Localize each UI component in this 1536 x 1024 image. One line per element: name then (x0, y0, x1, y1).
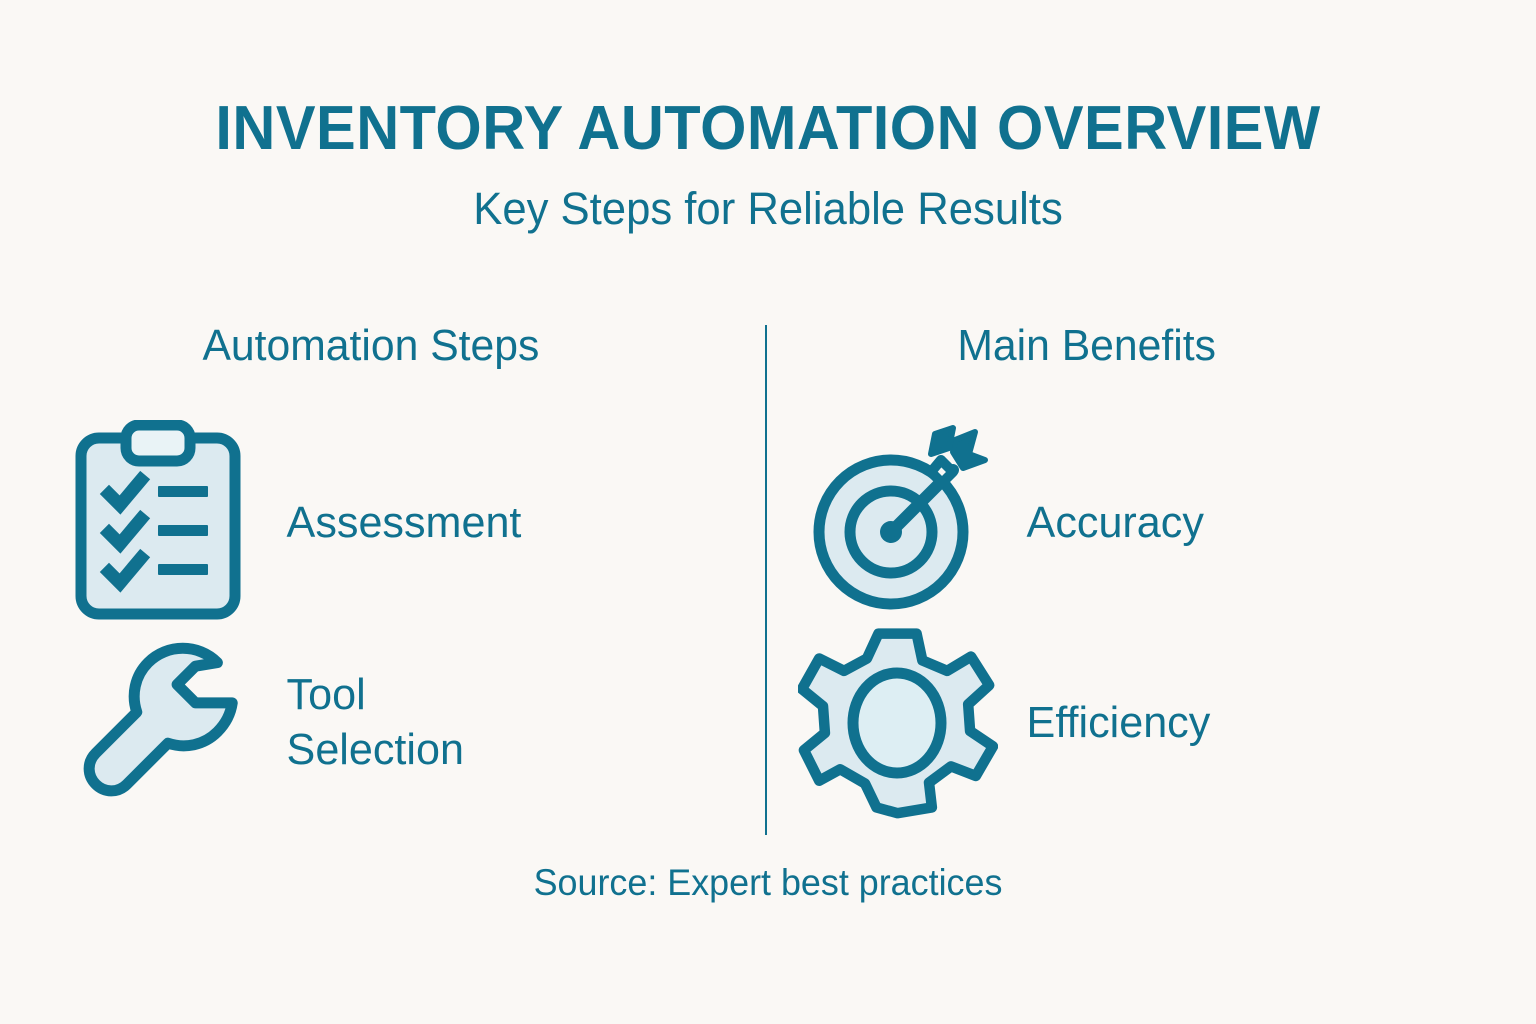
list-item[interactable]: Efficiency (790, 622, 1490, 822)
column-title-automation-steps: Automation Steps (202, 321, 540, 370)
list-item-label: Accuracy (1026, 497, 1204, 547)
list-item[interactable]: Tool Selection (50, 622, 750, 822)
source-note: Source: Expert best practices (533, 862, 1003, 903)
wrench-icon (50, 630, 265, 815)
list-item[interactable]: Assessment (50, 419, 750, 625)
column-divider (765, 325, 767, 835)
column-main-benefits: Main Benefits (790, 321, 1490, 822)
automation-steps-list: Assessment Tool Selection (50, 419, 750, 822)
columns-container: Automation Steps (0, 321, 1536, 838)
clipboard-checklist-icon (50, 419, 265, 625)
page-title: INVENTORY AUTOMATION OVERVIEW (215, 94, 1321, 163)
main-benefits-list: Accuracy Efficiency (790, 422, 1490, 822)
list-item-label: Efficiency (1026, 697, 1211, 747)
target-arrow-icon (790, 424, 1005, 620)
list-item-label: Assessment (286, 497, 522, 547)
column-title-main-benefits: Main Benefits (957, 321, 1216, 370)
header: INVENTORY AUTOMATION OVERVIEW Key Steps … (0, 96, 1536, 233)
footer: Source: Expert best practices (0, 862, 1536, 904)
column-automation-steps: Automation Steps (50, 321, 750, 822)
list-item[interactable]: Accuracy (790, 422, 1490, 622)
list-item-label: Tool Selection (286, 670, 464, 775)
gear-icon (790, 624, 1005, 820)
page-subtitle: Key Steps for Reliable Results (473, 182, 1063, 234)
